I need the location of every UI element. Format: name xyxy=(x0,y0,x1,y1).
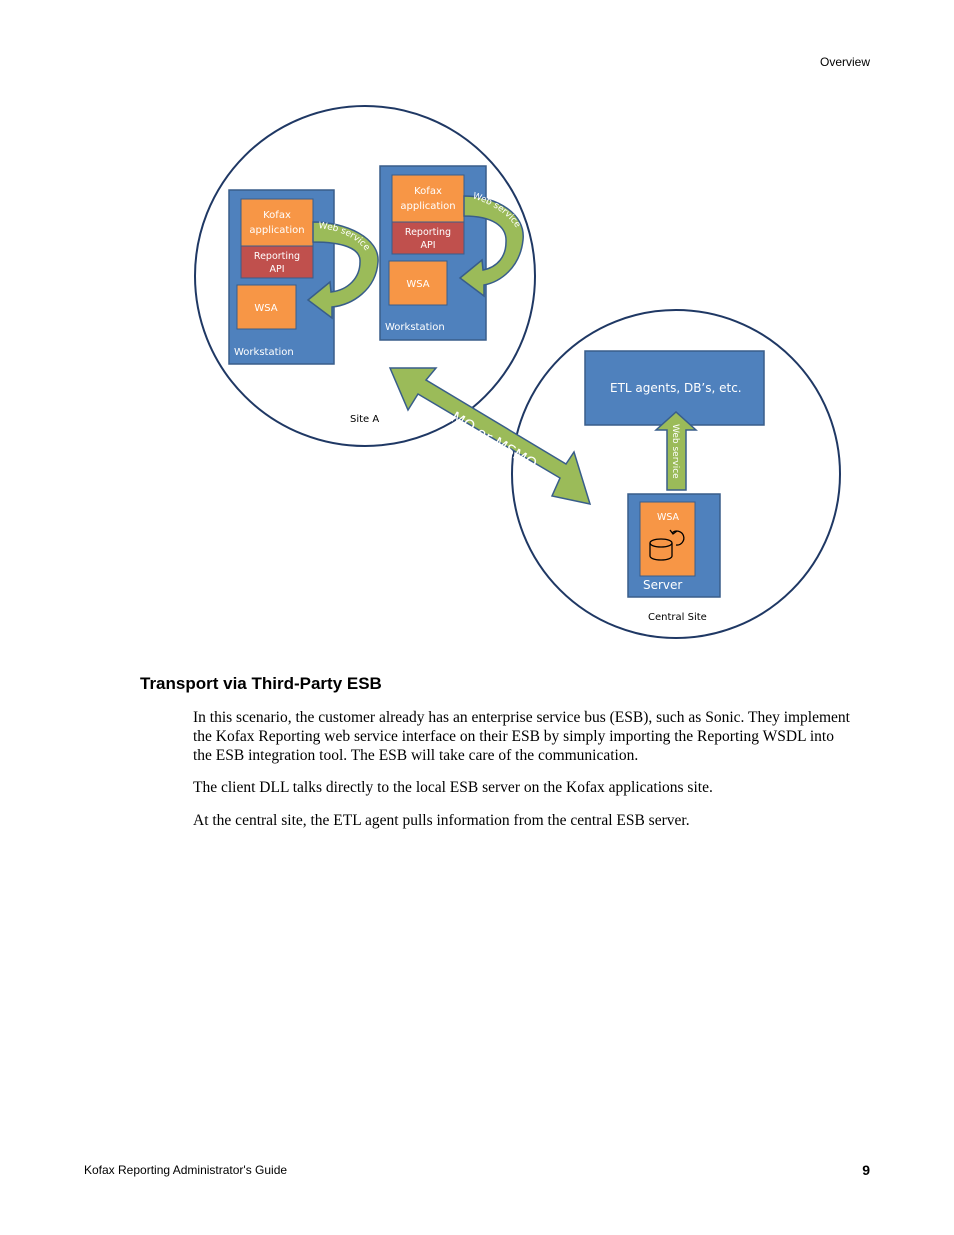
server-wsa-label: WSA xyxy=(657,512,680,523)
section-title: Transport via Third-Party ESB xyxy=(140,674,382,693)
site-a-circle xyxy=(194,105,536,447)
workstation-1: Kofax application Reporting API WSA Work… xyxy=(228,189,379,365)
workstation-2: Kofax application Reporting API WSA Work… xyxy=(379,165,524,341)
server-wsa-box xyxy=(639,501,696,577)
architecture-diagram: Kofax application Reporting API WSA Work… xyxy=(194,105,841,639)
kofax-app-label-1a: Kofax xyxy=(263,210,291,221)
kofax-app-label-1b: application xyxy=(249,225,304,236)
central-site-circle xyxy=(511,309,841,639)
paragraph-esb-scenario: In this scenario, the customer already h… xyxy=(193,709,850,764)
reporting-api-label-1b: API xyxy=(269,264,284,275)
kofax-app-label-2b: application xyxy=(400,201,455,212)
web-service-label-vertical: Web service xyxy=(670,424,680,479)
etl-label: ETL agents, DB’s, etc. xyxy=(610,381,742,395)
page-number: 9 xyxy=(862,1162,870,1178)
web-service-arrow-2 xyxy=(458,195,524,298)
reporting-api-label-2a: Reporting xyxy=(405,227,451,238)
reporting-api-label-1a: Reporting xyxy=(254,251,300,262)
paragraph-central-site: At the central site, the ETL agent pulls… xyxy=(193,812,690,829)
mq-arrow xyxy=(388,367,592,505)
central-site-label: Central Site xyxy=(648,612,707,623)
web-service-arrow-vertical xyxy=(654,410,698,491)
paragraph-client-dll: The client DLL talks directly to the loc… xyxy=(193,779,713,796)
wsa-label-2: WSA xyxy=(406,279,429,290)
footer-guide-title: Kofax Reporting Administrator's Guide xyxy=(84,1163,288,1177)
wsa-label-1: WSA xyxy=(254,303,277,314)
running-header: Overview xyxy=(819,55,870,69)
database-sync-icon xyxy=(649,529,685,561)
reporting-api-label-2b: API xyxy=(420,240,435,251)
kofax-app-label-2a: Kofax xyxy=(414,186,442,197)
web-service-arrow-1 xyxy=(306,221,379,320)
workstation-label-1: Workstation xyxy=(234,347,294,358)
server-label: Server xyxy=(643,578,682,592)
workstation-label-2: Workstation xyxy=(385,322,445,333)
site-a-label: Site A xyxy=(350,414,379,425)
